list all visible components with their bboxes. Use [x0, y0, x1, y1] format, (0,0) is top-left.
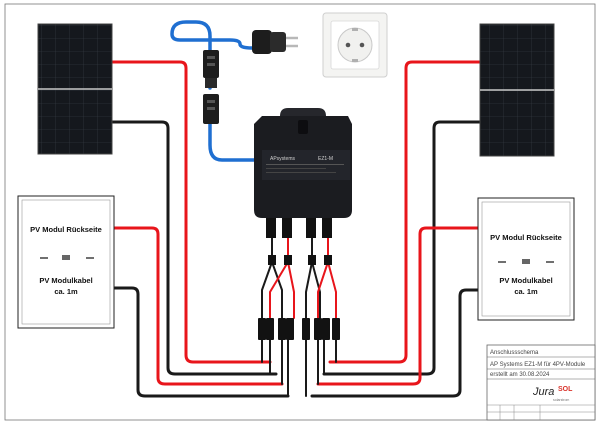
logo-part2: SOL [558, 386, 573, 393]
schuko-plug [252, 30, 298, 54]
jurasol-logo: Jura SOL solarstrom [532, 386, 573, 402]
title-block: Anschlussschema AP Systems EZ1-M für 4PV… [486, 344, 596, 421]
solar-panel-top-left [37, 23, 113, 155]
back-panel-right-cable-length: ca. 1m [514, 287, 538, 296]
inverter-model: EZ1-M [318, 156, 333, 162]
back-panel-left-connectors [40, 255, 94, 260]
back-panel-left-label: PV Modul Rückseite [30, 225, 102, 234]
title-block-date: erstellt am 30.08.2024 [490, 372, 550, 378]
dc-cables [110, 60, 482, 398]
solar-panel-top-right [479, 23, 555, 157]
back-panel-right: PV Modul Rückseite PV Modulkabel ca. 1m [477, 197, 575, 321]
ac-connector-male [203, 50, 219, 88]
ybranch-3-black-b [311, 261, 321, 319]
cable-red-right-bottom [316, 226, 482, 386]
cable-black-left-bottom [110, 286, 290, 398]
back-panel-right-connectors [498, 259, 554, 264]
back-panel-left-cable-label: PV Modulkabel [39, 276, 92, 285]
back-panel-right-label: PV Modul Rückseite [490, 233, 562, 242]
cable-red-left-bottom [110, 226, 284, 386]
title-block-description: AP Systems EZ1-M für 4PV-Module [490, 362, 586, 368]
y-splitters [268, 255, 332, 265]
cable-red-left-top [110, 60, 272, 364]
title-block-title: Anschlussschema [490, 350, 539, 356]
ybranch-2-red [269, 237, 289, 319]
ybranch-4-red [317, 237, 329, 319]
logo-part1: Jura [532, 386, 554, 398]
ybranch-2-red-b [287, 261, 295, 319]
mc4-connectors [258, 318, 340, 340]
back-panel-left-cable-length: ca. 1m [54, 287, 78, 296]
microinverter: APsystems EZ1-M [254, 108, 352, 238]
inverter-brand: APsystems [270, 156, 296, 162]
ybranch-1-black-b [271, 261, 283, 319]
ac-connector-female [203, 94, 219, 124]
cable-red-right-top [328, 60, 482, 364]
ac-cable [170, 20, 264, 162]
logo-tagline: solarstrom [553, 398, 569, 402]
ybranch-4-red-b [327, 261, 337, 319]
ybranch-3-black [305, 237, 313, 319]
cable-black-right-top [322, 120, 482, 376]
ybranch-1-black [261, 237, 273, 319]
cable-black-right-bottom [310, 288, 482, 398]
wall-socket [322, 12, 388, 78]
right-drops [305, 339, 337, 397]
left-drops [261, 339, 289, 397]
back-panel-left: PV Modul Rückseite PV Modulkabel ca. 1m [17, 195, 115, 329]
cable-black-left-top [110, 120, 278, 376]
frame-border [4, 3, 596, 421]
back-panel-right-cable-label: PV Modulkabel [499, 276, 552, 285]
